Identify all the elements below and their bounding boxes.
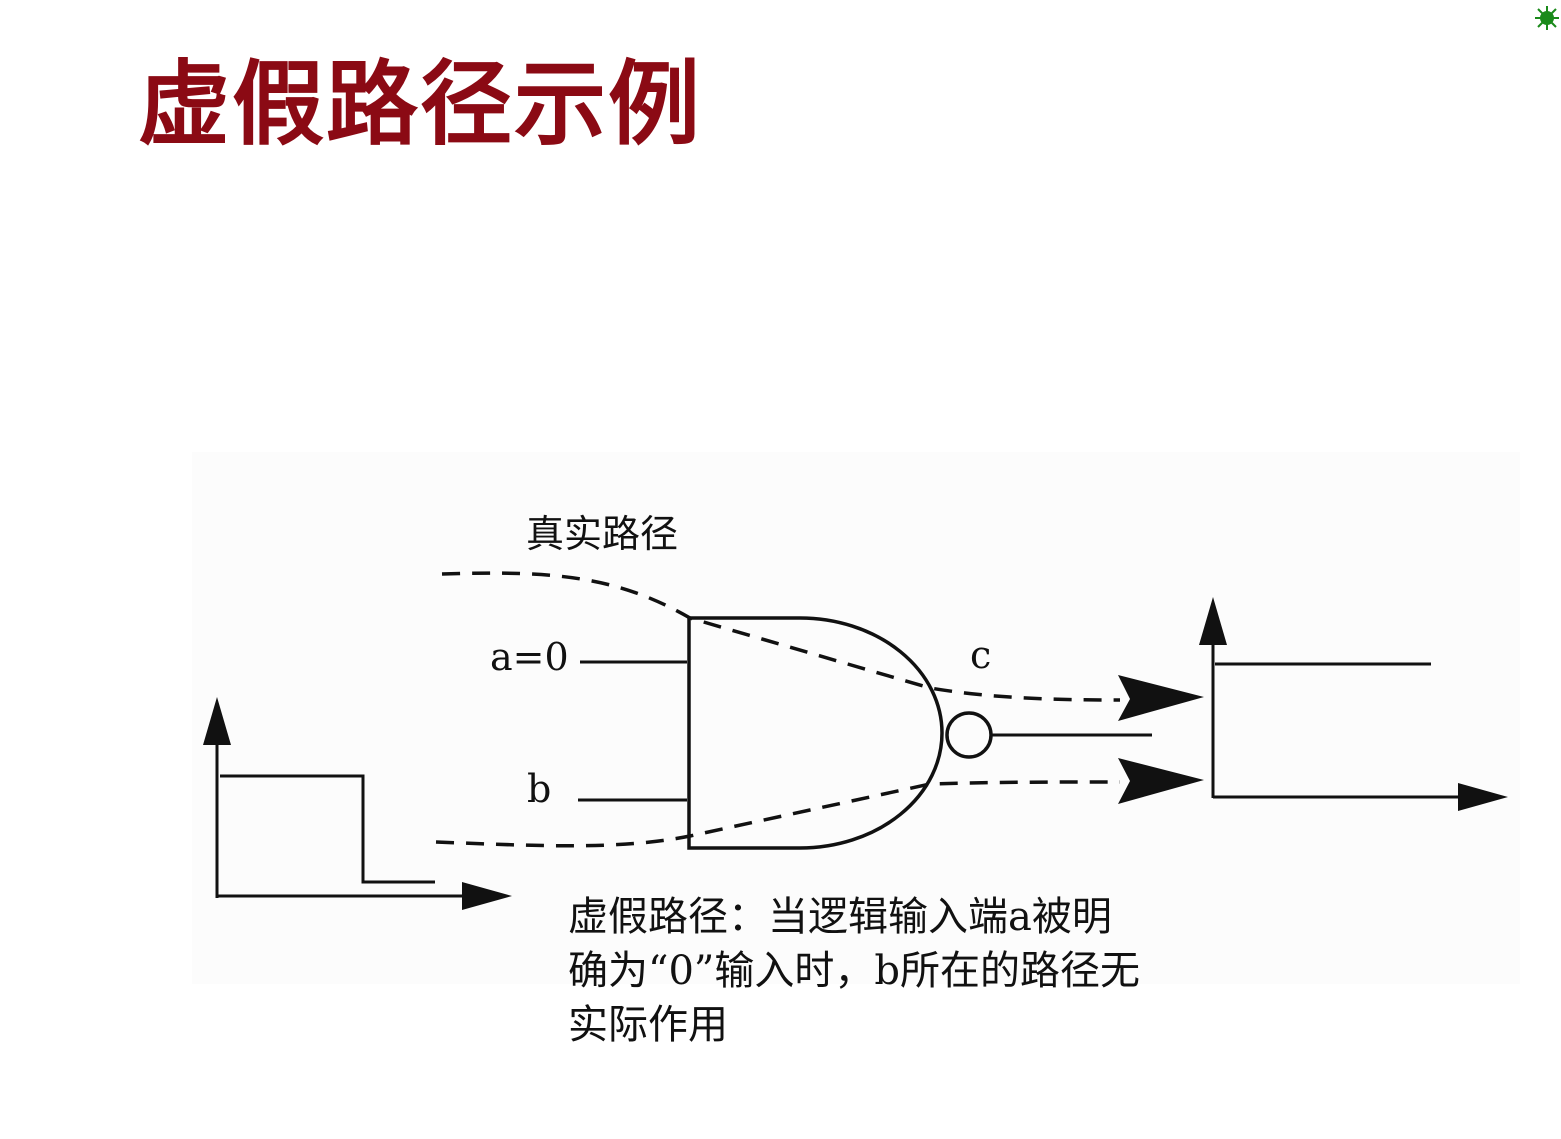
output-waveform [1211, 620, 1468, 799]
input-b-label: b [527, 767, 552, 811]
true-path-dashed-line [441, 571, 1121, 702]
output-c-label: c [970, 633, 992, 677]
caption-line-1: 虚假路径：当逻辑输入端a被明 [568, 894, 1112, 940]
output-waveform-y-arrow [1199, 597, 1227, 645]
input-waveform [215, 720, 472, 898]
input-a-label: a=0 [490, 635, 569, 679]
green-star-icon [1535, 6, 1559, 30]
input-waveform-y-arrow [203, 697, 231, 745]
true-path-arrowhead [1118, 675, 1204, 721]
caption-line-3: 实际作用 [568, 1002, 728, 1048]
nand-gate-body [687, 616, 944, 850]
slide-title: 虚假路径示例 [138, 50, 703, 158]
false-path-arrowhead [1118, 758, 1204, 804]
caption: 虚假路径：当逻辑输入端a被明 确为“0”输入时，b所在的路径无 实际作用 [568, 890, 1140, 1052]
input-waveform-x-arrow [462, 882, 512, 910]
true-path-label: 真实路径 [526, 512, 679, 556]
caption-line-2: 确为“0”输入时，b所在的路径无 [568, 948, 1140, 994]
output-waveform-x-arrow [1458, 783, 1508, 811]
nand-gate-bubble [945, 711, 993, 759]
false-path-dashed-line [435, 780, 1121, 848]
input-waveform-signal [220, 774, 435, 884]
